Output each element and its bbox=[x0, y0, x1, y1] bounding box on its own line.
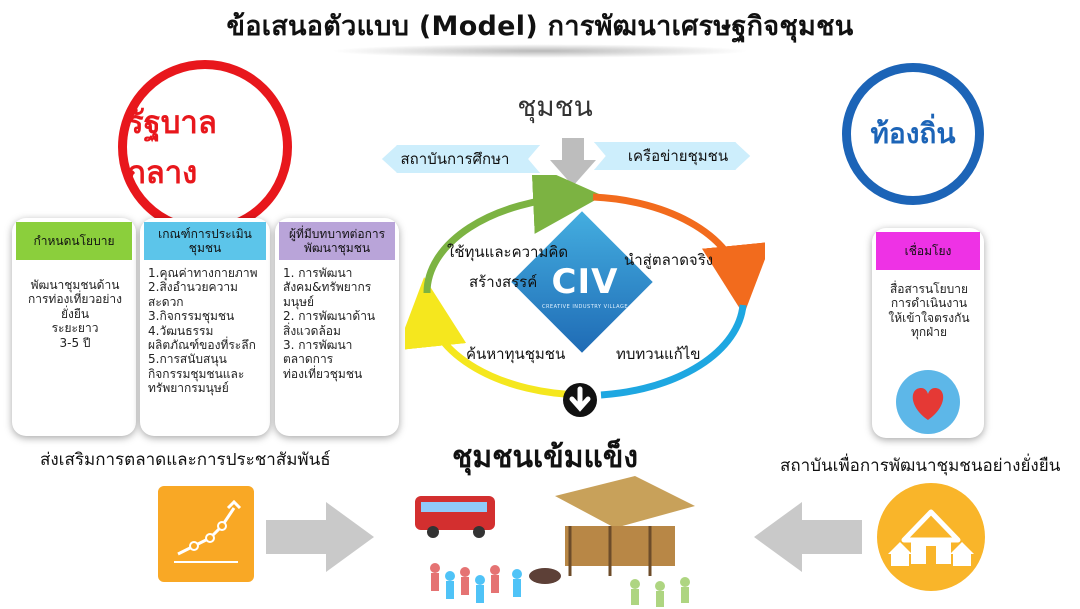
ribbon-network-label: เครือข่ายชุมชน bbox=[627, 147, 729, 165]
down-arrow-icon bbox=[563, 383, 597, 417]
criteria-line: กิจกรรมชุมชนและทรัพยากรมนุษย์ bbox=[148, 366, 245, 396]
cycle-label-creative-line: สร้างสรรค์ bbox=[469, 273, 538, 291]
policy-card-header: กำหนดนโยบาย bbox=[16, 222, 132, 260]
cycle-arc-yellow bbox=[405, 277, 584, 399]
local-gov-circle: ท้องถิ่น bbox=[842, 63, 984, 205]
civ-logo-subtitle: CREATIVE INDUSTRY VILLAGE bbox=[541, 304, 629, 310]
stakeholders-line: ท่องเที่ยวชุมชน bbox=[283, 366, 363, 381]
cycle-label-creative: ใช้ทุนและความคิด สร้างสรรค์ bbox=[447, 240, 568, 294]
criteria-line: 5.การสนับสนุน bbox=[148, 352, 227, 367]
bus-shape bbox=[415, 496, 495, 530]
growth-chart-icon bbox=[158, 486, 254, 582]
linkage-line: ให้เข้าใจตรงกัน bbox=[888, 310, 970, 325]
stakeholders-line: 3. การพัฒนา bbox=[283, 337, 353, 352]
criteria-line: 3.กิจกรรมชุมชน bbox=[148, 309, 235, 324]
stakeholders-line: สิ่งแวดล้อม bbox=[283, 323, 341, 338]
criteria-line: 1.คุณค่าทางกายภาพ bbox=[148, 266, 258, 280]
ribbon-education-label: สถาบันการศึกษา bbox=[400, 150, 510, 168]
ribbon-education: สถาบันการศึกษา bbox=[381, 145, 540, 173]
policy-card-body: พัฒนาชุมชนด้าน การท่องเที่ยวอย่าง ยั่งยื… bbox=[20, 278, 130, 350]
institute-label: สถาบันเพื่อการพัฒนาชุมชนอย่างยั่งยืน bbox=[780, 456, 1061, 476]
cycle-label-market: นำสู่ตลาดจริง bbox=[624, 251, 714, 269]
stakeholders-line: 1. การพัฒนา bbox=[283, 266, 353, 280]
stakeholders-card-header: ผู้ที่มีบทบาทต่อการพัฒนาชุมชน bbox=[279, 222, 395, 260]
policy-line: การท่องเที่ยวอย่าง bbox=[27, 292, 123, 307]
policy-line: พัฒนาชุมชนด้าน bbox=[30, 278, 120, 292]
stakeholders-line: สังคม&ทรัพยากร bbox=[283, 280, 372, 295]
criteria-line: 4.วัฒนธรรม bbox=[148, 323, 214, 338]
cycle-label-capital: ค้นหาทุนชุมชน bbox=[466, 345, 566, 363]
houses-icon bbox=[877, 483, 985, 591]
stakeholders-line: ตลาดการ bbox=[283, 352, 334, 367]
linkage-line: การดำเนินงาน bbox=[890, 296, 968, 311]
criteria-card-body: 1.คุณค่าทางกายภาพ 2.สิ่งอำนวยความสะดวก 3… bbox=[148, 266, 264, 396]
cycle-ring bbox=[405, 175, 765, 399]
heart-icon bbox=[896, 370, 960, 434]
village-illustration bbox=[415, 476, 695, 607]
criteria-card: เกณฑ์การประเมินชุมชน 1.คุณค่าทางกายภาพ 2… bbox=[140, 218, 270, 436]
linkage-line: สื่อสารนโยบาย bbox=[889, 282, 969, 296]
stakeholders-card-body: 1. การพัฒนา สังคม&ทรัพยากร มนุษย์ 2. การ… bbox=[283, 266, 393, 381]
community-down-arrow-icon bbox=[550, 138, 596, 186]
civ-logo-text: CIV bbox=[551, 262, 619, 302]
criteria-card-header: เกณฑ์การประเมินชุมชน bbox=[144, 222, 266, 260]
cycle-label-creative-line: ใช้ทุนและความคิด bbox=[447, 243, 569, 261]
stakeholders-line: 2. การพัฒนาด้าน bbox=[283, 309, 376, 324]
left-arrow-icon bbox=[754, 502, 862, 572]
right-arrow-icon bbox=[266, 502, 374, 572]
policy-line: ระยะยาว bbox=[51, 321, 99, 336]
local-gov-label: ท้องถิ่น bbox=[870, 117, 956, 150]
cycle-arc-orange bbox=[592, 193, 765, 315]
cycle-label-review: ทบทวนแก้ไข bbox=[616, 345, 701, 363]
ribbon-network: เครือข่ายชุมชน bbox=[594, 142, 751, 170]
policy-card: กำหนดนโยบาย พัฒนาชุมชนด้าน การท่องเที่ยว… bbox=[12, 218, 136, 436]
stakeholders-card: ผู้ที่มีบทบาทต่อการพัฒนาชุมชน 1. การพัฒน… bbox=[275, 218, 399, 436]
title-shadow bbox=[330, 44, 750, 58]
criteria-line: 2.สิ่งอำนวยความสะดวก bbox=[148, 280, 238, 309]
cycle-arc-green bbox=[423, 175, 603, 294]
linkage-card: เชื่อมโยง สื่อสารนโยบาย การดำเนินงาน ให้… bbox=[872, 228, 984, 438]
linkage-card-header: เชื่อมโยง bbox=[876, 232, 980, 270]
cycle-arc-cyan bbox=[600, 304, 747, 399]
criteria-line: ผลิตภัณฑ์ของที่ระลึก bbox=[148, 337, 256, 352]
stakeholders-line: มนุษย์ bbox=[283, 294, 315, 309]
linkage-line: ทุกฝ่าย bbox=[911, 325, 947, 340]
policy-line: 3-5 ปี bbox=[59, 335, 91, 350]
promotion-label: ส่งเสริมการตลาดและการประชาสัมพันธ์ bbox=[40, 450, 331, 470]
strong-community-label: ชุมชนเข้มแข็ง bbox=[451, 440, 639, 475]
policy-line: ยั่งยืน bbox=[60, 306, 90, 321]
central-gov-circle: รัฐบาลกลาง bbox=[118, 60, 292, 234]
central-gov-label: รัฐบาลกลาง bbox=[127, 105, 217, 191]
linkage-card-body: สื่อสารนโยบาย การดำเนินงาน ให้เข้าใจตรงก… bbox=[880, 282, 978, 340]
community-label: ชุมชน bbox=[517, 90, 593, 123]
page-title: ข้อเสนอตัวแบบ (Model) การพัฒนาเศรษฐกิจชุ… bbox=[226, 11, 854, 42]
